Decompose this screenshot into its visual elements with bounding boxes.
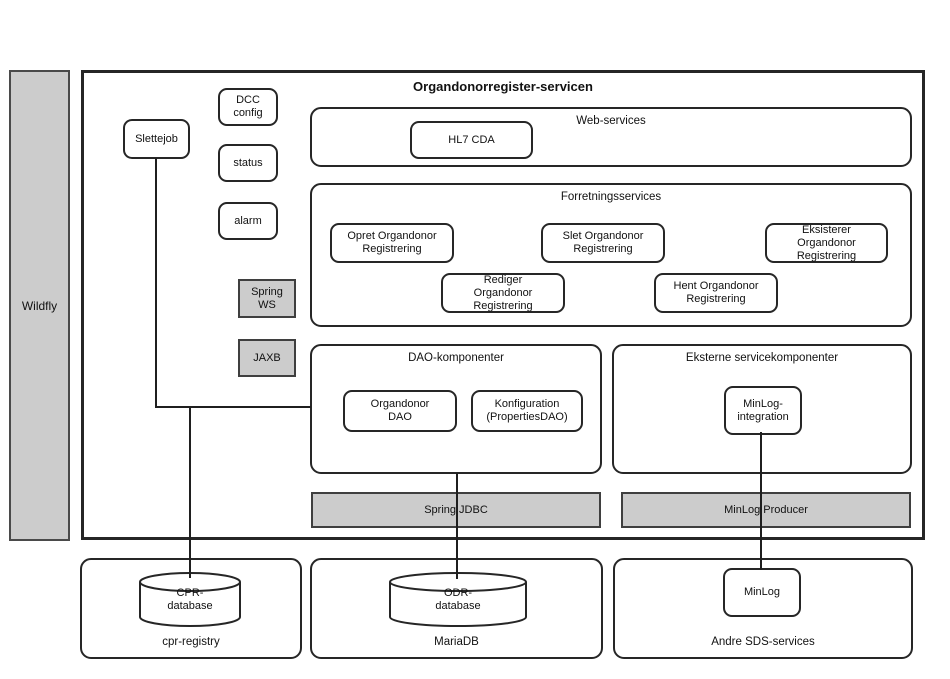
cpr-database-node: CPR- database bbox=[138, 571, 242, 628]
eksisterer-organdonor-node: Eksisterer Organdonor Registrering bbox=[765, 223, 888, 263]
slet-organdonor-node: Slet Organdonor Registrering bbox=[541, 223, 665, 263]
alarm-node: alarm bbox=[218, 202, 278, 240]
cpr-database-label: CPR- database bbox=[167, 587, 213, 612]
minlog-node: MinLog bbox=[723, 568, 801, 617]
hl7-cda-node: HL7 CDA bbox=[410, 121, 533, 159]
wildfly-panel: Wildfly bbox=[9, 70, 70, 541]
wildfly-label: Wildfly bbox=[21, 298, 58, 313]
slettejob-node: Slettejob bbox=[123, 119, 190, 159]
eksterne-label: Eksterne servicekomponenter bbox=[685, 352, 839, 364]
web-services-group: Web-services HL7 CDA bbox=[310, 107, 912, 167]
dcc-config-node: DCC config bbox=[218, 88, 278, 126]
mariadb-label: MariaDB bbox=[434, 636, 479, 648]
web-services-label: Web-services bbox=[576, 115, 646, 127]
connector-dao-to-odr-database bbox=[456, 473, 458, 579]
hent-organdonor-node: Hent Organdonor Registrering bbox=[654, 273, 778, 313]
status-node: status bbox=[218, 144, 278, 182]
minlog-integration-node: MinLog- integration bbox=[724, 386, 802, 435]
eksterne-group: Eksterne servicekomponenter MinLog- inte… bbox=[612, 344, 912, 474]
forretningsservices-label: Forretningsservices bbox=[560, 191, 662, 203]
organdonor-dao-node: Organdonor DAO bbox=[343, 390, 457, 432]
diagram-title: Organdonorregister-servicen bbox=[413, 79, 593, 94]
connector-slettejob-to-dao bbox=[155, 406, 311, 408]
forretningsservices-group: Forretningsservices Opret Organdonor Reg… bbox=[310, 183, 912, 327]
odr-database-label: ODR- database bbox=[435, 587, 481, 612]
opret-organdonor-node: Opret Organdonor Registrering bbox=[330, 223, 454, 263]
jaxb-node: JAXB bbox=[238, 339, 296, 377]
odr-database-node: ODR- database bbox=[388, 571, 528, 628]
connector-to-cpr-database bbox=[189, 407, 191, 578]
konfiguration-node: Konfiguration (PropertiesDAO) bbox=[471, 390, 583, 432]
connector-slettejob-down bbox=[155, 158, 157, 408]
cpr-registry-label: cpr-registry bbox=[162, 636, 220, 648]
dao-group: DAO-komponenter Organdonor DAO Konfigura… bbox=[310, 344, 602, 474]
database-cylinder-icon bbox=[139, 572, 241, 627]
connector-minlog-integration-to-minlog bbox=[760, 432, 762, 570]
dao-label: DAO-komponenter bbox=[408, 352, 504, 364]
andre-sds-label: Andre SDS-services bbox=[711, 636, 815, 648]
minlog-producer-bar: MinLog Producer bbox=[621, 492, 911, 528]
database-cylinder-icon bbox=[389, 572, 527, 627]
rediger-organdonor-node: Rediger Organdonor Registrering bbox=[441, 273, 565, 313]
spring-ws-node: Spring WS bbox=[238, 279, 296, 318]
